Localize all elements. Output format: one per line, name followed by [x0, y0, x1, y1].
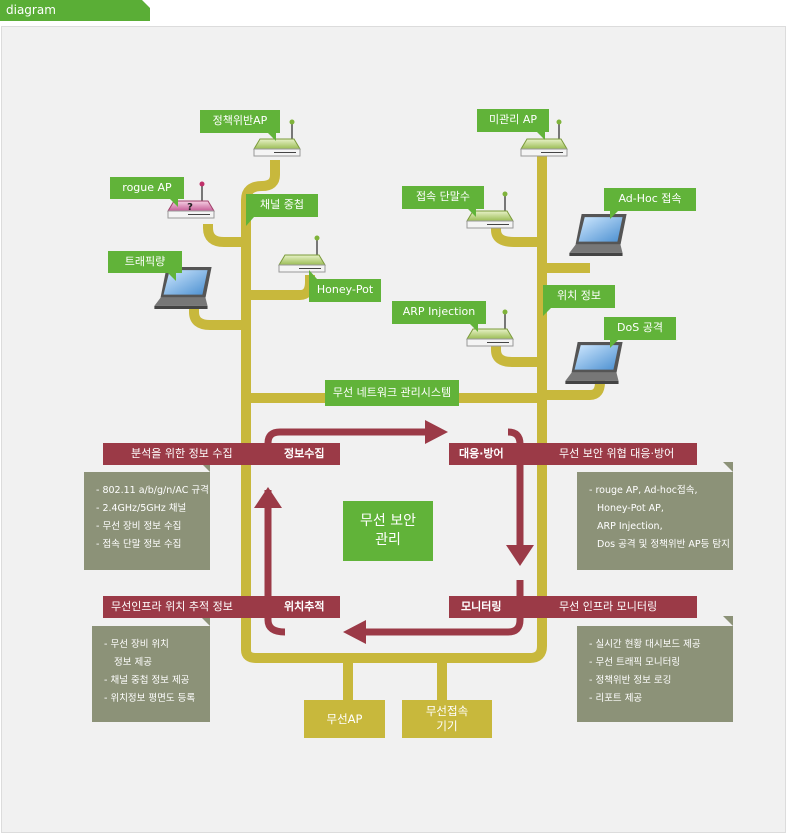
label-traffic-volume: 트래픽량: [124, 255, 166, 268]
box-item: - 802.11 a/b/g/n/AC 규격: [96, 485, 209, 496]
label-arp-injection: ARP Injection: [402, 305, 476, 318]
box-monitoring: - 실시간 현황 대시보드 제공 - 무선 트래픽 모니터링 - 정책위반 정보…: [577, 626, 733, 722]
box-item: Honey-Pot AP,: [597, 503, 664, 514]
label-rogue-ap: rogue AP: [122, 181, 172, 194]
box-info-collection: - 802.11 a/b/g/n/AC 규격 - 2.4GHz/5GHz 채널 …: [84, 472, 210, 570]
callouts: [108, 109, 696, 406]
box-item: - 무선 장비 위치: [104, 639, 169, 650]
diagram-tab: diagram: [0, 0, 150, 21]
bar-monitoring-title: 모니터링: [461, 600, 502, 613]
tab-title: diagram: [6, 3, 56, 17]
adhoc-laptop-icon: [569, 214, 627, 256]
bar-info-collection-title: 정보수집: [284, 447, 325, 460]
bar-monitoring-desc: 무선 인프라 모니터링: [559, 600, 658, 613]
box-item: - 실시간 현황 대시보드 제공: [589, 639, 701, 650]
box-item: - 무선 장비 정보 수집: [96, 521, 182, 532]
box-item: ARP Injection,: [597, 521, 663, 532]
label-honey-pot: Honey-Pot: [316, 283, 374, 296]
wireless-device-line-1: 무선접속: [425, 704, 469, 718]
dos-laptop-icon: [565, 342, 623, 384]
box-item: - 정책위반 정보 로깅: [589, 675, 672, 686]
bar-response-defense-desc: 무선 보안 위협 대응·방어: [559, 447, 675, 460]
box-item: - rouge AP, Ad-hoc접속,: [589, 485, 698, 496]
bar-info-collection-desc: 분석을 위한 정보 수집: [131, 447, 233, 460]
box-item: - 채널 중첩 정보 제공: [104, 675, 190, 686]
label-connected-terminals: 접속 단말수: [415, 190, 471, 203]
box-item: - 무선 트래픽 모니터링: [589, 657, 681, 668]
box-item: - 리포트 제공: [589, 693, 643, 704]
tree-lines: [189, 155, 605, 700]
box-item: Dos 공격 및 정책위반 AP등 탐지: [597, 539, 730, 550]
box-wireless-ap: 무선AP: [304, 700, 385, 738]
center-line-2: 관리: [375, 532, 401, 548]
label-adhoc-connection: Ad-Hoc 접속: [618, 192, 682, 205]
label-nms: 무선 네트워크 관리시스템: [332, 386, 452, 399]
box-location-tracking: - 무선 장비 위치 정보 제공 - 채널 중첩 정보 제공 - 위치정보 평면…: [92, 626, 210, 722]
box-item: 정보 제공: [114, 657, 152, 668]
center-line-1: 무선 보안: [360, 513, 416, 529]
bar-location-tracking: 무선인프라 위치 추적 정보 위치추적: [103, 596, 340, 618]
box-wireless-device: 무선접속 기기: [402, 700, 492, 738]
wireless-ap-label: 무선AP: [326, 711, 363, 726]
box-item: - 위치정보 평면도 등록: [104, 693, 196, 704]
bar-monitoring: 모니터링 무선 인프라 모니터링: [449, 596, 697, 618]
bar-location-tracking-title: 위치추적: [284, 600, 325, 613]
label-dos-attack: DoS 공격: [617, 321, 663, 334]
bar-info-collection: 분석을 위한 정보 수집 정보수집: [103, 443, 340, 465]
arrowheads: [254, 420, 534, 644]
honey-pot-ap-icon: [277, 234, 327, 274]
label-policy-violation-ap: 정책위반AP: [212, 114, 268, 127]
wireless-device-line-2: 기기: [436, 719, 458, 733]
traffic-laptop-icon: [154, 267, 212, 309]
center-security-management: 무선 보안 관리: [343, 501, 433, 561]
tab-shape: [0, 0, 150, 21]
bar-location-tracking-desc: 무선인프라 위치 추적 정보: [111, 600, 233, 613]
label-unmanaged-ap: 미관리 AP: [488, 113, 537, 126]
bar-response-defense-title: 대응·방어: [459, 447, 504, 460]
label-location-info: 위치 정보: [557, 289, 601, 302]
box-item: - 접속 단말 정보 수집: [96, 539, 182, 550]
box-item: - 2.4GHz/5GHz 채널: [96, 503, 187, 514]
box-response-defense: - rouge AP, Ad-hoc접속, Honey-Pot AP, ARP …: [577, 472, 733, 570]
bar-response-defense: 대응·방어 무선 보안 위협 대응·방어: [449, 443, 697, 465]
label-channel-overlap: 채널 중첩: [260, 198, 304, 211]
